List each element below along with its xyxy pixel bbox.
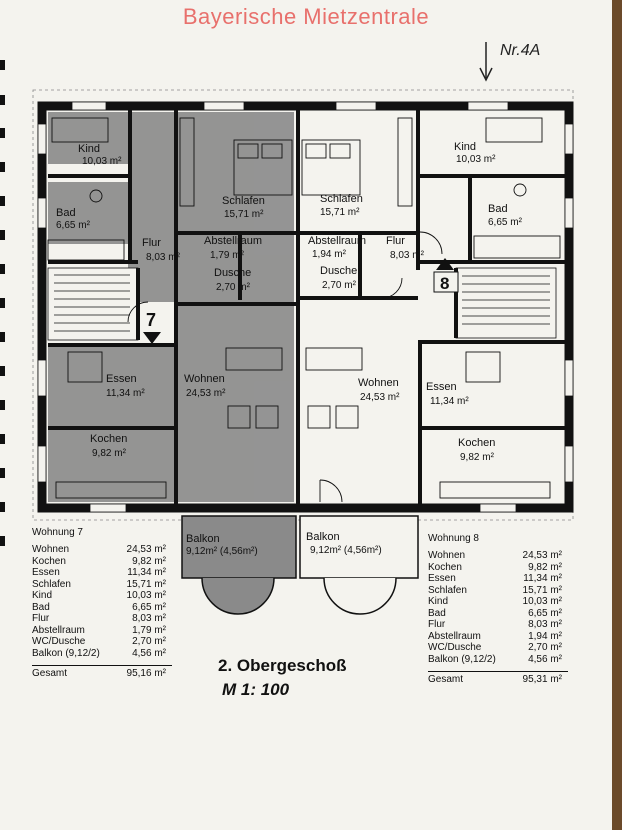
table-heading: Wohnung 7	[32, 527, 83, 538]
floor-title: 2. Obergeschoß	[218, 656, 347, 675]
svg-text:Bad: Bad	[488, 203, 508, 215]
svg-text:7: 7	[146, 310, 156, 330]
svg-text:Balkon: Balkon	[186, 533, 220, 545]
svg-text:9,82 m²: 9,82 m²	[460, 452, 495, 463]
svg-text:Kochen: Kochen	[458, 437, 495, 449]
svg-text:6,65 m²: 6,65 m²	[488, 217, 523, 228]
svg-text:Abstellraum: Abstellraum	[308, 235, 366, 247]
svg-text:9,12m² (4,56m²): 9,12m² (4,56m²)	[186, 546, 258, 557]
svg-text:10,03 m²: 10,03 m²	[82, 156, 122, 167]
table-row: Balkon (9,12/2)4,56 m²	[428, 653, 562, 665]
svg-text:9,82 m²: 9,82 m²	[92, 448, 127, 459]
svg-text:Wohnen: Wohnen	[184, 373, 225, 385]
svg-text:24,53 m²: 24,53 m²	[360, 392, 400, 403]
svg-text:Essen: Essen	[426, 381, 457, 393]
svg-text:Dusche: Dusche	[214, 267, 251, 279]
outer-walls	[37, 101, 574, 513]
table-row: Balkon (9,12/2)4,56 m²	[32, 647, 166, 659]
svg-text:2,70 m²: 2,70 m²	[216, 282, 251, 293]
floor-title-block: 2. Obergeschoß M 1: 100	[218, 654, 346, 702]
apartment-8-marker: 8	[433, 258, 459, 293]
svg-text:1,79 m²: 1,79 m²	[210, 250, 245, 261]
table-divider	[32, 665, 172, 666]
svg-text:Bad: Bad	[56, 207, 76, 219]
svg-text:Kochen: Kochen	[90, 433, 127, 445]
svg-text:Essen: Essen	[106, 373, 137, 385]
svg-text:Wohnen: Wohnen	[358, 377, 399, 389]
table-divider	[428, 671, 568, 672]
handwritten-note: Nr.4A	[500, 42, 541, 59]
svg-text:Schlafen: Schlafen	[320, 193, 363, 205]
balcony-7	[181, 515, 297, 615]
svg-text:6,65 m²: 6,65 m²	[56, 220, 91, 231]
svg-text:1,94 m²: 1,94 m²	[312, 249, 347, 260]
svg-text:Flur: Flur	[386, 235, 405, 247]
svg-text:Kind: Kind	[454, 141, 476, 153]
svg-text:8: 8	[440, 274, 449, 293]
apartment-7-marker: 7	[143, 310, 161, 344]
svg-text:8,03 m²: 8,03 m²	[390, 250, 425, 261]
binder-holes	[0, 60, 5, 546]
svg-text:Balkon: Balkon	[306, 531, 340, 543]
furniture	[47, 117, 561, 499]
svg-text:11,34 m²: 11,34 m²	[430, 396, 469, 407]
svg-text:15,71 m²: 15,71 m²	[224, 209, 264, 220]
svg-text:11,34 m²: 11,34 m²	[106, 388, 145, 399]
balcony-8	[299, 515, 419, 615]
svg-text:24,53 m²: 24,53 m²	[186, 388, 226, 399]
svg-text:Schlafen: Schlafen	[222, 195, 265, 207]
watermark-logo: Bayerische Mietzentrale	[182, 4, 430, 29]
inner-walls	[48, 106, 565, 508]
svg-text:8,03 m²: 8,03 m²	[146, 252, 181, 263]
svg-text:Flur: Flur	[142, 237, 161, 249]
svg-text:15,71 m²: 15,71 m²	[320, 207, 360, 218]
apartment-7-shading	[48, 112, 294, 502]
table-heading: Wohnung 8	[428, 533, 479, 544]
scale-label: M 1: 100	[222, 680, 290, 699]
svg-text:Dusche: Dusche	[320, 265, 357, 277]
svg-text:Abstellraum: Abstellraum	[204, 235, 262, 247]
svg-text:Kind: Kind	[78, 143, 100, 155]
svg-text:9,12m² (4,56m²): 9,12m² (4,56m²)	[310, 545, 382, 556]
svg-text:10,03 m²: 10,03 m²	[456, 154, 496, 165]
svg-text:2,70 m²: 2,70 m²	[322, 280, 357, 291]
north-arrow-icon	[479, 42, 493, 82]
